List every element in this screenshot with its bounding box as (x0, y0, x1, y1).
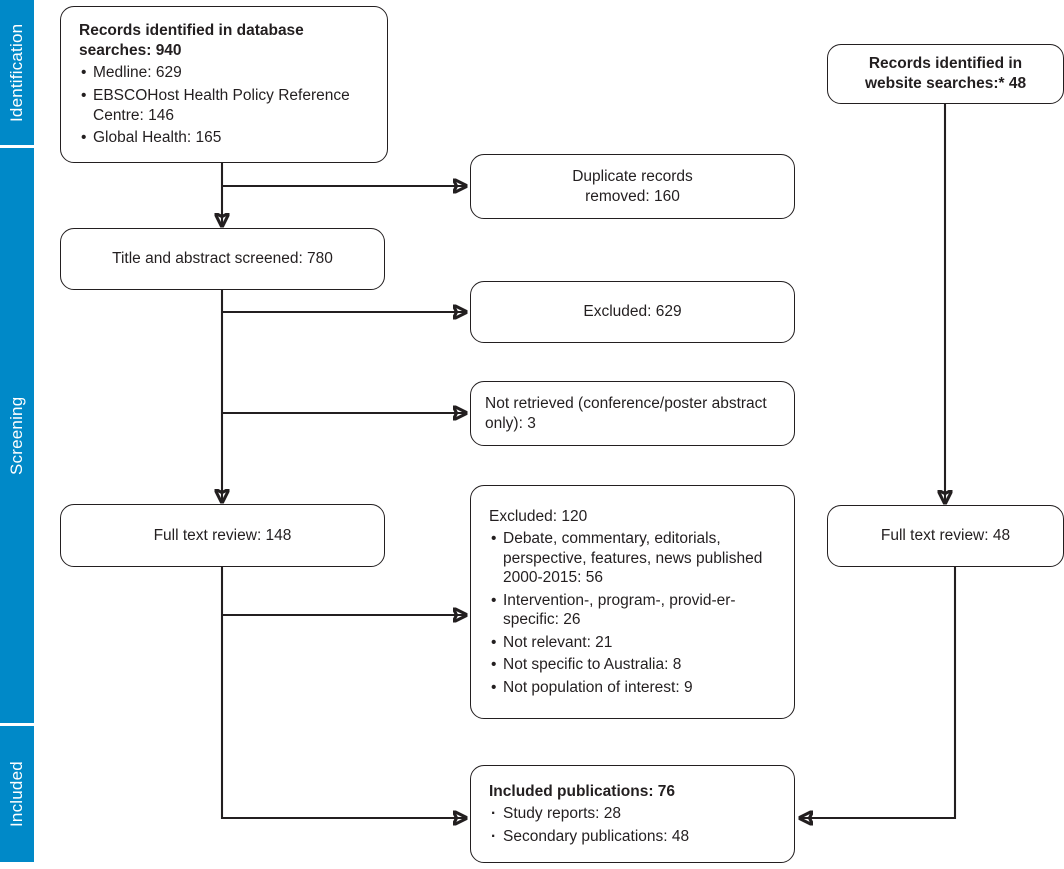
node-excluded-629[interactable]: Excluded: 629 (470, 281, 795, 343)
node-included-publications[interactable]: Included publications: 76 Study reports:… (470, 765, 795, 863)
stage-bar-included (0, 726, 34, 862)
list-item: Secondary publications: 48 (489, 827, 689, 847)
list-item: Medline: 629 (79, 63, 371, 83)
node-excluded-120-title: Excluded: 120 (489, 507, 588, 525)
node-database-searches-bullets: Medline: 629 EBSCOHost Health Policy Ref… (79, 62, 371, 147)
node-database-searches[interactable]: Records identified in database searches:… (60, 6, 388, 163)
list-item: Not population of interest: 9 (489, 678, 778, 698)
node-duplicates-removed-title: Duplicate records removed: 160 (572, 167, 693, 205)
node-title-abstract-screened-title: Title and abstract screened: 780 (112, 250, 333, 268)
list-item: Global Health: 165 (79, 128, 371, 148)
node-full-text-review-right-title: Full text review: 48 (880, 527, 1011, 545)
node-excluded-120[interactable]: Excluded: 120 Debate, commentary, editor… (470, 485, 795, 719)
node-excluded-120-bullets: Debate, commentary, editorials, perspect… (489, 528, 778, 697)
node-database-searches-title: Records identified in database searches:… (79, 22, 304, 59)
list-item: Study reports: 28 (489, 804, 689, 824)
list-item: Not specific to Australia: 8 (489, 655, 778, 675)
node-included-publications-title: Included publications: 76 (489, 782, 676, 800)
node-website-searches-title: Records identified in website searches:*… (864, 55, 1027, 92)
node-full-text-review-right[interactable]: Full text review: 48 (827, 505, 1064, 567)
node-not-retrieved-title: Not retrieved (conference/poster abstrac… (485, 394, 767, 432)
node-title-abstract-screened[interactable]: Title and abstract screened: 780 (60, 228, 385, 290)
list-item: Debate, commentary, editorials, perspect… (489, 529, 778, 588)
list-item: Not relevant: 21 (489, 633, 778, 653)
stage-bar-identification (0, 0, 34, 145)
node-not-retrieved[interactable]: Not retrieved (conference/poster abstrac… (470, 381, 795, 446)
node-website-searches[interactable]: Records identified in website searches:*… (827, 44, 1064, 104)
list-item: EBSCOHost Health Policy Reference Centre… (79, 86, 371, 125)
stage-bar-screening (0, 148, 34, 723)
node-included-publications-bullets: Study reports: 28 Secondary publications… (489, 803, 689, 846)
node-full-text-review-left[interactable]: Full text review: 148 (60, 504, 385, 567)
node-excluded-629-title: Excluded: 629 (583, 303, 682, 321)
list-item: Intervention-, program-, provid-er-speci… (489, 591, 778, 630)
node-full-text-review-left-title: Full text review: 148 (153, 526, 292, 544)
node-duplicates-removed[interactable]: Duplicate records removed: 160 (470, 154, 795, 219)
